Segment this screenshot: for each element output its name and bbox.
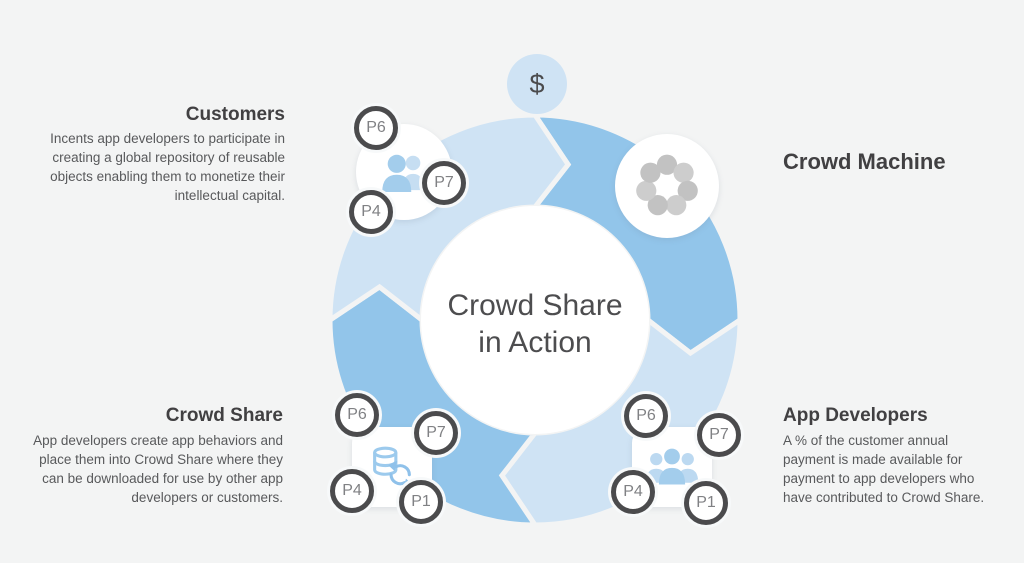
badge-customers-p6: P6 [354,106,398,150]
badge-customers-p4: P4 [349,190,393,234]
crowd-machine-heading: Crowd Machine [783,149,946,174]
customers-heading: Customers [185,104,285,125]
badge-crowd-share-p4: P4 [330,469,374,513]
ring-center-disc [421,206,649,434]
diagram-title: Crowd Share in Action [410,288,660,361]
crowd-machine-icon-container [615,134,719,238]
dollar-symbol: $ [529,68,545,99]
badge-app-developers-p1: P1 [684,481,728,525]
badge-crowd-share-p1: P1 [399,480,443,524]
badge-app-developers-p4: P4 [611,470,655,514]
customers-people-icon [382,154,424,192]
crowd-share-description: App developers create app behaviors and … [33,433,283,505]
badge-app-developers-p7: P7 [697,413,741,457]
customers-description: Incents app developers to participate in… [50,131,285,203]
app-developers-people-icon [645,448,699,485]
diagram-title-line2: in Action [478,325,592,359]
crowd-share-database-sync-icon [373,446,413,489]
app-developers-description: A % of the customer annual payment is ma… [783,433,985,505]
badge-crowd-share-p6: P6 [335,393,379,437]
diagram-title-line1: Crowd Share [447,289,623,322]
badge-customers-p7: P7 [422,161,466,205]
dollar-icon: $ [507,54,567,114]
crowd-share-heading: Crowd Share [165,405,283,426]
badge-app-developers-p6: P6 [624,394,668,438]
badge-crowd-share-p7: P7 [414,411,458,455]
app-developers-heading: App Developers [783,405,928,426]
crowd-machine-logo-icon [636,154,698,216]
